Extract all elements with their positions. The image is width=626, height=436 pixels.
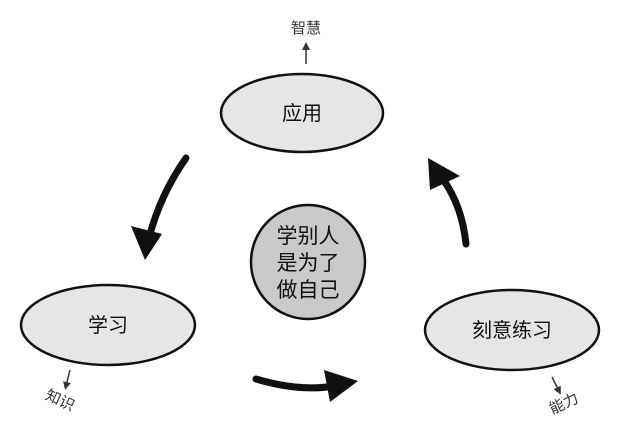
center-line-2: 是为了 (277, 251, 340, 275)
node-practice: 刻意练习 (423, 288, 601, 372)
center-line-1: 学别人 (277, 224, 340, 248)
center-circle-shape (249, 203, 367, 321)
output-knowledge-arrow (63, 369, 71, 390)
output-ability-label: 能力 (546, 389, 581, 418)
cycle-arrow-apply-to-learn (131, 154, 190, 260)
cycle-arrow-learn-to-practice (252, 370, 358, 402)
center-circle: 学别人 是为了 做自己 (249, 203, 367, 321)
center-line-3: 做自己 (277, 278, 340, 302)
node-learn-ellipse (19, 283, 197, 367)
node-practice-ellipse (423, 288, 601, 372)
node-learn-label: 学习 (88, 313, 128, 337)
node-learn: 学习 (19, 283, 197, 367)
output-ability-arrow (551, 376, 561, 395)
cycle-arrow-practice-to-apply (428, 158, 470, 248)
output-knowledge-label: 知识 (43, 386, 78, 415)
node-apply: 应用 (219, 72, 385, 154)
node-apply-ellipse (219, 72, 385, 154)
output-wisdom-label: 智慧 (291, 19, 321, 37)
node-practice-label: 刻意练习 (472, 318, 552, 342)
node-apply-label: 应用 (282, 101, 322, 125)
